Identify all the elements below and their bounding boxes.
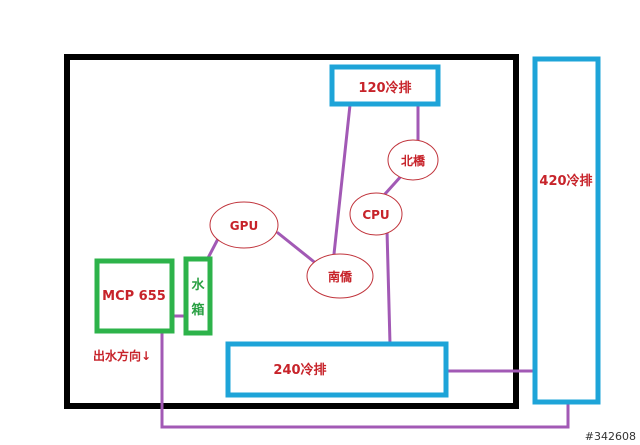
- radiator-120-label: 120冷排: [358, 80, 411, 96]
- southbridge-label: 南僑: [328, 269, 353, 284]
- tube-cpu-240rad: [385, 228, 392, 346]
- tubing: [160, 103, 570, 429]
- reservoir-label-top: 水: [191, 277, 205, 293]
- tube-gpu-southbridge: [276, 231, 320, 267]
- pump-label: MCP 655: [102, 289, 166, 304]
- tube-pump-bottom-loop: [160, 320, 570, 429]
- gpu-label: GPU: [230, 219, 258, 233]
- radiator-420-label: 420冷排: [539, 173, 592, 189]
- radiator-240-label: 240冷排: [273, 362, 326, 378]
- radiator-420: [532, 56, 601, 405]
- radiator-120: [329, 64, 441, 107]
- reservoir-label-bottom: 箱: [191, 302, 204, 318]
- cpu-label: CPU: [362, 208, 389, 222]
- reservoir: [183, 256, 213, 336]
- pump-mcp655: [94, 258, 175, 334]
- flow-direction-label: 出水方向↓: [93, 348, 151, 363]
- pc-case-outline: [64, 54, 519, 409]
- northbridge-label: 北橋: [401, 153, 426, 168]
- tube-southbridge-120rad: [332, 103, 352, 256]
- radiator-240: [225, 341, 449, 398]
- cpu-block: [349, 192, 403, 236]
- southbridge-block: [306, 253, 374, 299]
- northbridge-block: [387, 139, 439, 181]
- watermark: #342608: [585, 430, 636, 443]
- gpu-block: [209, 201, 279, 249]
